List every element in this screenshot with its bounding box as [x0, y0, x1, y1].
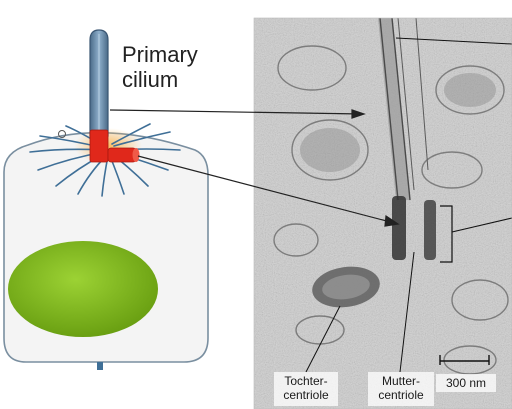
connector-lines [109, 109, 400, 227]
daughter-centriole-schematic [107, 147, 140, 163]
daughter-centriole-label: Tochter- centriole [276, 374, 336, 402]
micrograph-bracket [440, 205, 453, 263]
primary-cilium [89, 29, 109, 137]
primary-label-line1: Primary [122, 42, 198, 67]
primary-label-line2: cilium [122, 67, 179, 92]
basal-body [89, 129, 109, 163]
primary-cilium-label: Primary cilium [122, 42, 198, 92]
mother-label-line2: centriole [378, 388, 424, 402]
nucleus [8, 241, 158, 337]
mother-label-line1: Mutter- [381, 374, 420, 388]
scale-bar [439, 355, 490, 365]
cell-schematic [3, 29, 209, 370]
daughter-label-line2: centriole [283, 388, 329, 402]
mother-centriole-label: Mutter- centriole [370, 374, 432, 402]
electron-micrograph [254, 18, 512, 409]
vesicle [58, 130, 66, 138]
scale-bar-label: 300 nm [445, 376, 487, 390]
micrograph-cilium [378, 18, 429, 201]
micrograph-centrioles [312, 196, 436, 308]
daughter-label-line1: Tochter- [284, 374, 328, 388]
cell-base-stub [97, 362, 103, 370]
